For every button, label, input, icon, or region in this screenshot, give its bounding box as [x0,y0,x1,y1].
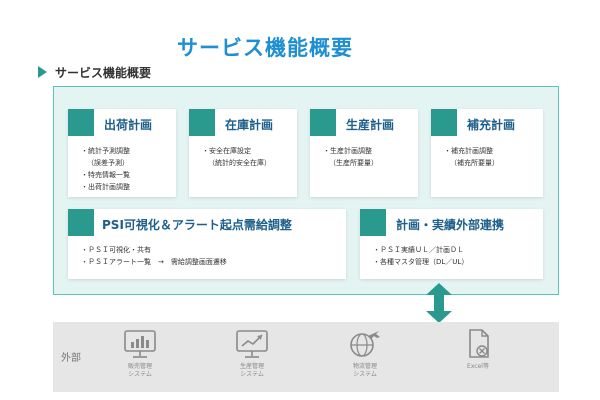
card-item-list: ・安全在庫設定 （統計的安全在庫） [202,145,271,169]
card-item: ・出荷計画調整 [81,183,130,191]
sales-system: 販売管理 システム [105,328,175,379]
card-item: （補充所要量） [450,159,499,167]
card-production-plan: 生産計画 ・生産計画調整 （生産所要量） [310,109,418,197]
card-item: ・ＰＳＩ実績ＵＬ／計画ＤＬ [373,246,464,254]
triangle-bullet-icon [38,66,47,78]
card-badge [68,109,94,136]
section-heading-text: サービス機能概要 [55,65,152,80]
sales-chart-icon [124,330,156,358]
card-badge [189,109,215,136]
service-functions-panel: 出荷計画 ・統計予測調整 （誤差予測） ・特売情報一覧 ・出荷計画調整 在庫計画… [53,86,559,295]
card-badge [431,109,457,136]
excel-file-icon [469,329,489,358]
system-label: 物流管理 システム [352,363,377,378]
card-item-list: ・補充計画調整 （補充所要量） [444,145,499,169]
card-shipping-plan: 出荷計画 ・統計予測調整 （誤差予測） ・特売情報一覧 ・出荷計画調整 [68,109,176,197]
external-systems-panel: 外部 販売管理 システム 生産管理 システム 物流管理 [53,322,559,392]
card-item: （誤差予測） [87,159,129,167]
globe-plane-icon [350,331,380,357]
card-item-list: ・統計予測調整 （誤差予測） ・特売情報一覧 ・出荷計画調整 [81,145,130,193]
production-system: 生産管理 システム [217,328,287,379]
card-title: 補充計画 [467,118,516,132]
production-monitor-icon [236,330,268,358]
card-item: ・ＰＳＩ可視化・共有 [81,246,151,254]
card-title: 出荷計画 [104,118,153,132]
card-inventory-plan: 在庫計画 ・安全在庫設定 （統計的安全在庫） [189,109,297,197]
section-heading: サービス機能概要 [38,64,151,80]
card-title: PSI可視化＆アラート起点需給調整 [102,218,292,232]
card-item: ・各種マスタ管理（DL／UL） [373,258,469,266]
system-label: Excel等 [467,363,489,370]
card-item-list: ・ＰＳＩ実績ＵＬ／計画ＤＬ ・各種マスタ管理（DL／UL） [373,244,468,268]
card-badge [68,209,94,236]
card-psi-visualization: PSI可視化＆アラート起点需給調整 ・ＰＳＩ可視化・共有 ・ＰＳＩアラート一覧 … [68,209,346,279]
card-title: 生産計画 [346,118,395,132]
card-item: ・ＰＳＩアラート一覧 → 需給調整画面遷移 [81,258,227,266]
card-item-list: ・生産計画調整 （生産所要量） [323,145,378,169]
card-title: 計画・実績外部連携 [396,218,505,232]
logistics-system: 物流管理 システム [330,328,400,379]
external-label: 外部 [61,353,81,364]
card-item: （生産所要量） [329,159,378,167]
excel-system: Excel等 [443,328,513,371]
card-external-integration: 計画・実績外部連携 ・ＰＳＩ実績ＵＬ／計画ＤＬ ・各種マスタ管理（DL／UL） [360,209,543,279]
card-item: ・生産計画調整 [323,147,372,155]
card-replenishment-plan: 補充計画 ・補充計画調整 （補充所要量） [431,109,543,197]
card-item: ・補充計画調整 [444,147,493,155]
card-badge [310,109,336,136]
card-title: 在庫計画 [225,118,274,132]
system-label: 販売管理 システム [127,363,152,378]
card-item-list: ・ＰＳＩ可視化・共有 ・ＰＳＩアラート一覧 → 需給調整画面遷移 [81,244,227,268]
card-item: ・安全在庫設定 [202,147,251,155]
page-title: サービス機能概要 [177,36,353,60]
system-label: 生産管理 システム [239,363,264,378]
bidirectional-arrow-icon [426,283,452,323]
card-badge [360,209,386,236]
card-item: ・統計予測調整 [81,147,130,155]
card-item: ・特売情報一覧 [81,171,130,179]
card-item: （統計的安全在庫） [208,159,271,167]
